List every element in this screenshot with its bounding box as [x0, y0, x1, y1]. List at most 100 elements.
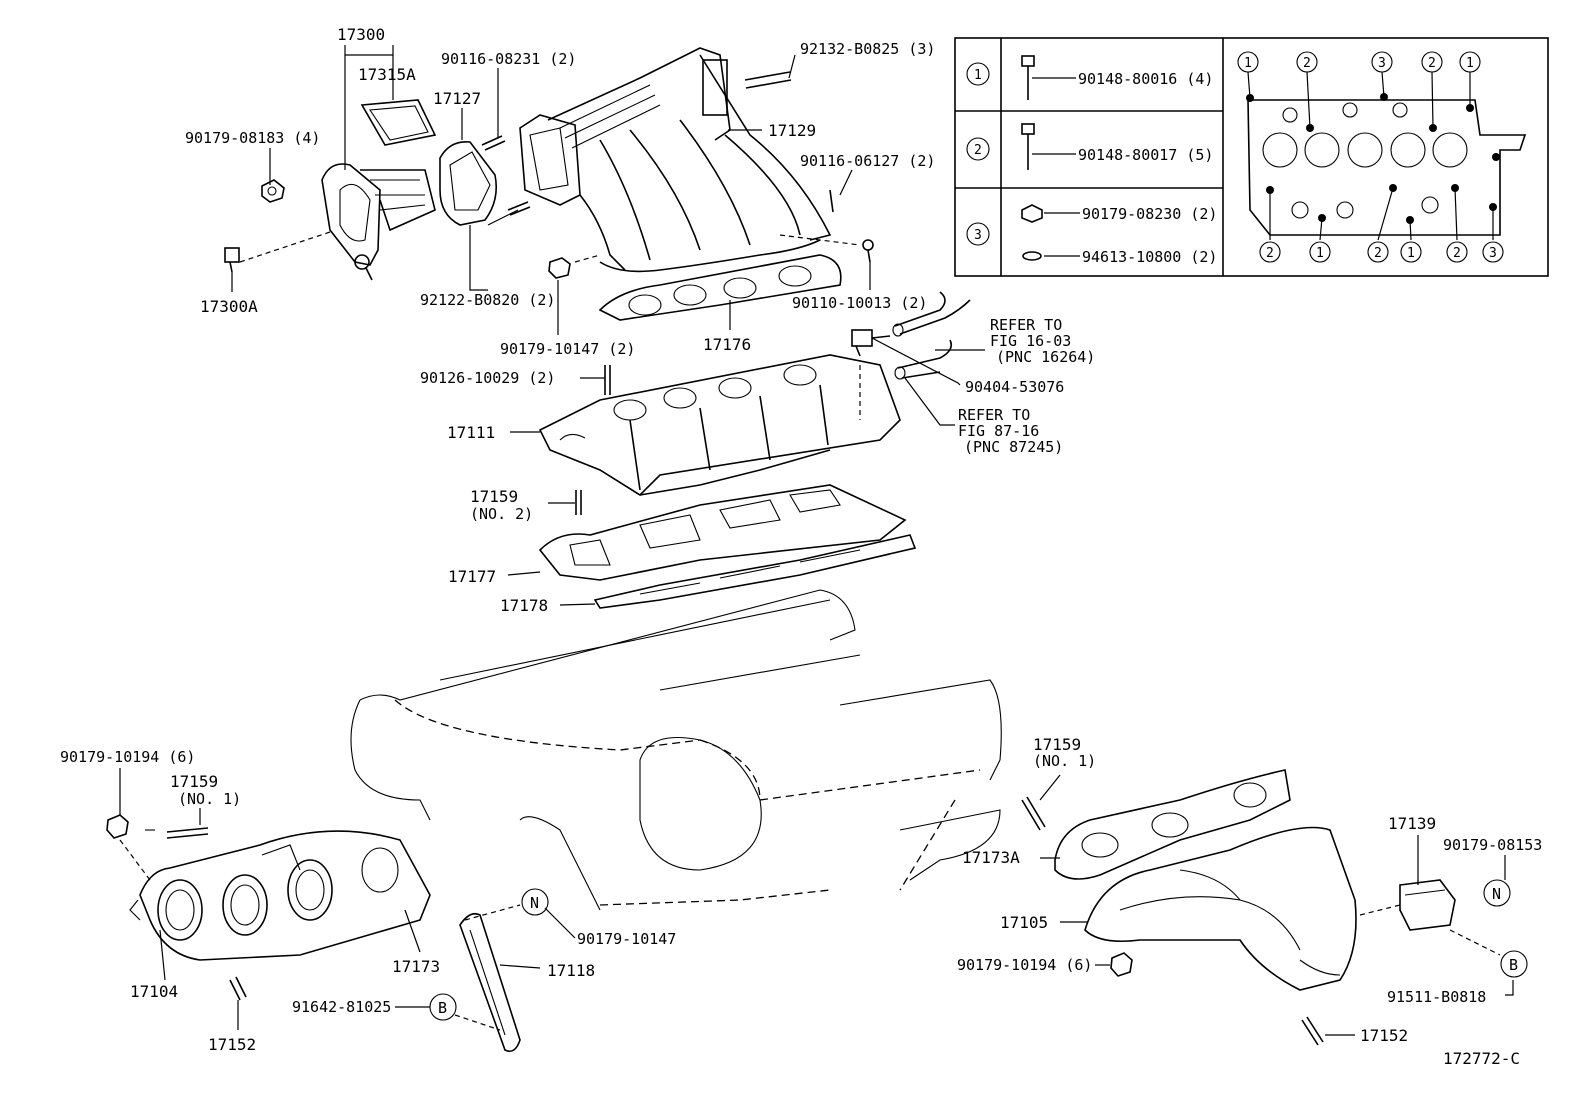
label-refer-16-03-line3: (PNC 16264): [996, 348, 1095, 366]
stud-92132-B0825: [744, 71, 792, 89]
label-90179-10147-n: 90179-10147: [577, 930, 676, 948]
label-90179-08183: 90179-08183 (4): [185, 129, 320, 147]
label-17129: 17129: [768, 121, 816, 140]
label-17159-no1-left: 17159: [170, 772, 218, 791]
hose-refer-16-03: [892, 291, 971, 337]
svg-text:2: 2: [1374, 246, 1382, 261]
marker-b-left: B: [429, 993, 457, 1021]
label-refer-87-16-line3: (PNC 87245): [964, 438, 1063, 456]
label-90126-10029: 90126-10029 (2): [420, 369, 555, 387]
pattern-top-marks: 1 2 3 2 1: [1237, 51, 1481, 73]
bracket-17118: [459, 912, 521, 1053]
marker-n-right: N: [1483, 879, 1511, 907]
label-90179-08153: 90179-08153: [1443, 836, 1542, 854]
bolt-90110-10013: [862, 239, 874, 263]
gasket-17173A: [1054, 769, 1291, 880]
label-17104: 17104: [130, 982, 178, 1001]
label-92132-B0825: 92132-B0825 (3): [800, 40, 935, 58]
callout-labels: 17300 17315A 90179-08183 (4) 17300A 1712…: [60, 25, 1542, 1068]
label-90404-53076: 90404-53076: [965, 378, 1064, 396]
label-17139: 17139: [1388, 814, 1436, 833]
svg-text:N: N: [1492, 885, 1501, 903]
svg-text:2: 2: [1428, 56, 1436, 71]
stud-17152-right: [1301, 1016, 1324, 1046]
exhaust-manifold-17104: [129, 830, 431, 961]
svg-text:2: 2: [1266, 246, 1274, 261]
marker-b-right: B: [1500, 950, 1528, 978]
gasket-17177: [538, 484, 907, 581]
label-17173A: 17173A: [962, 848, 1020, 867]
svg-text:2: 2: [1453, 246, 1461, 261]
label-90179-10147: 90179-10147 (2): [500, 340, 635, 358]
label-90179-08230: 90179-08230 (2): [1082, 205, 1217, 223]
label-91511-B0818: 91511-B0818: [1387, 988, 1486, 1006]
label-90179-10194-left: 90179-10194 (6): [60, 748, 195, 766]
stud-17152-left: [229, 976, 247, 1001]
label-refer-16-03-line1: REFER TO: [990, 316, 1062, 334]
stud-17159-no2: [575, 490, 582, 515]
label-91642-81025: 91642-81025: [292, 998, 391, 1016]
diagram-id: 172772-C: [1443, 1049, 1520, 1068]
bolt-17300A: [224, 247, 240, 273]
label-refer-87-16-line2: FIG 87-16: [958, 422, 1039, 440]
svg-text:3: 3: [974, 228, 982, 243]
nut-90179-10194-right: [1110, 952, 1133, 977]
intake-plenum-17129: [519, 47, 832, 273]
label-17315A: 17315A: [358, 65, 416, 84]
label-17159-no2: 17159: [470, 487, 518, 506]
label-17152-right: 17152: [1360, 1026, 1408, 1045]
label-17105: 17105: [1000, 913, 1048, 932]
stud-17159-no1-right: [1021, 796, 1046, 831]
gasket-17178: [593, 534, 917, 609]
label-90179-10194-right: 90179-10194 (6): [957, 956, 1092, 974]
label-17159-no1-left-qualifier: (NO. 1): [178, 790, 241, 808]
pattern-bottom-marks: 2 1 2 1 2 3: [1259, 241, 1504, 263]
label-90148-80016: 90148-80016 (4): [1078, 70, 1213, 88]
nut-90179-08183: [261, 179, 285, 203]
label-92122-B0820: 92122-B0820 (2): [420, 291, 555, 309]
label-17118: 17118: [547, 961, 595, 980]
gasket-17315A: [360, 99, 437, 146]
svg-text:1: 1: [1244, 56, 1252, 71]
label-refer-87-16-line1: REFER TO: [958, 406, 1030, 424]
svg-text:1: 1: [974, 68, 982, 83]
throttle-body-assembly: [321, 163, 436, 281]
label-17300A: 17300A: [200, 297, 258, 316]
label-17177: 17177: [448, 567, 496, 586]
stud-17159-no1-left: [145, 827, 209, 839]
leader-lines: [119, 45, 1514, 1036]
label-17176: 17176: [703, 335, 751, 354]
fastener-legend-table: 1 90148-80016 (4) 2 90148-80017 (5) 3 90…: [954, 37, 1549, 277]
label-90116-08231: 90116-08231 (2): [441, 50, 576, 68]
svg-text:1: 1: [1407, 246, 1415, 261]
exhaust-manifold-17105: [1084, 826, 1357, 991]
intake-manifold-17111: [538, 354, 901, 497]
label-17159-no1-right: 17159: [1033, 735, 1081, 754]
legend-row-1: 1 90148-80016 (4): [966, 55, 1213, 100]
gasket-17176: [598, 254, 842, 321]
gasket-17127: [439, 141, 498, 226]
label-17152-left: 17152: [208, 1035, 256, 1054]
nut-90179-10194-left: [106, 814, 129, 839]
svg-text:2: 2: [974, 143, 982, 158]
label-17127: 17127: [433, 89, 481, 108]
marker-n-left: N: [521, 888, 549, 916]
svg-text:N: N: [530, 894, 539, 912]
heat-insulator-17139: [1399, 879, 1456, 931]
union-90404-53076: [851, 329, 891, 357]
label-17159-no1-right-qualifier: (NO. 1): [1033, 752, 1096, 770]
svg-text:B: B: [1509, 956, 1518, 974]
hose-refer-87-16: [894, 339, 953, 380]
label-90148-80017: 90148-80017 (5): [1078, 146, 1213, 164]
label-90110-10013: 90110-10013 (2): [792, 294, 927, 312]
label-17300: 17300: [337, 25, 385, 44]
label-17159-no2-qualifier: (NO. 2): [470, 505, 533, 523]
svg-text:2: 2: [1303, 56, 1311, 71]
legend-row-2: 2 90148-80017 (5): [966, 123, 1213, 170]
label-94613-10800: 94613-10800 (2): [1082, 248, 1217, 266]
bolt-pattern-drawing: [1246, 71, 1527, 241]
label-17178: 17178: [500, 596, 548, 615]
label-90116-06127: 90116-06127 (2): [800, 152, 935, 170]
svg-text:3: 3: [1378, 56, 1386, 71]
